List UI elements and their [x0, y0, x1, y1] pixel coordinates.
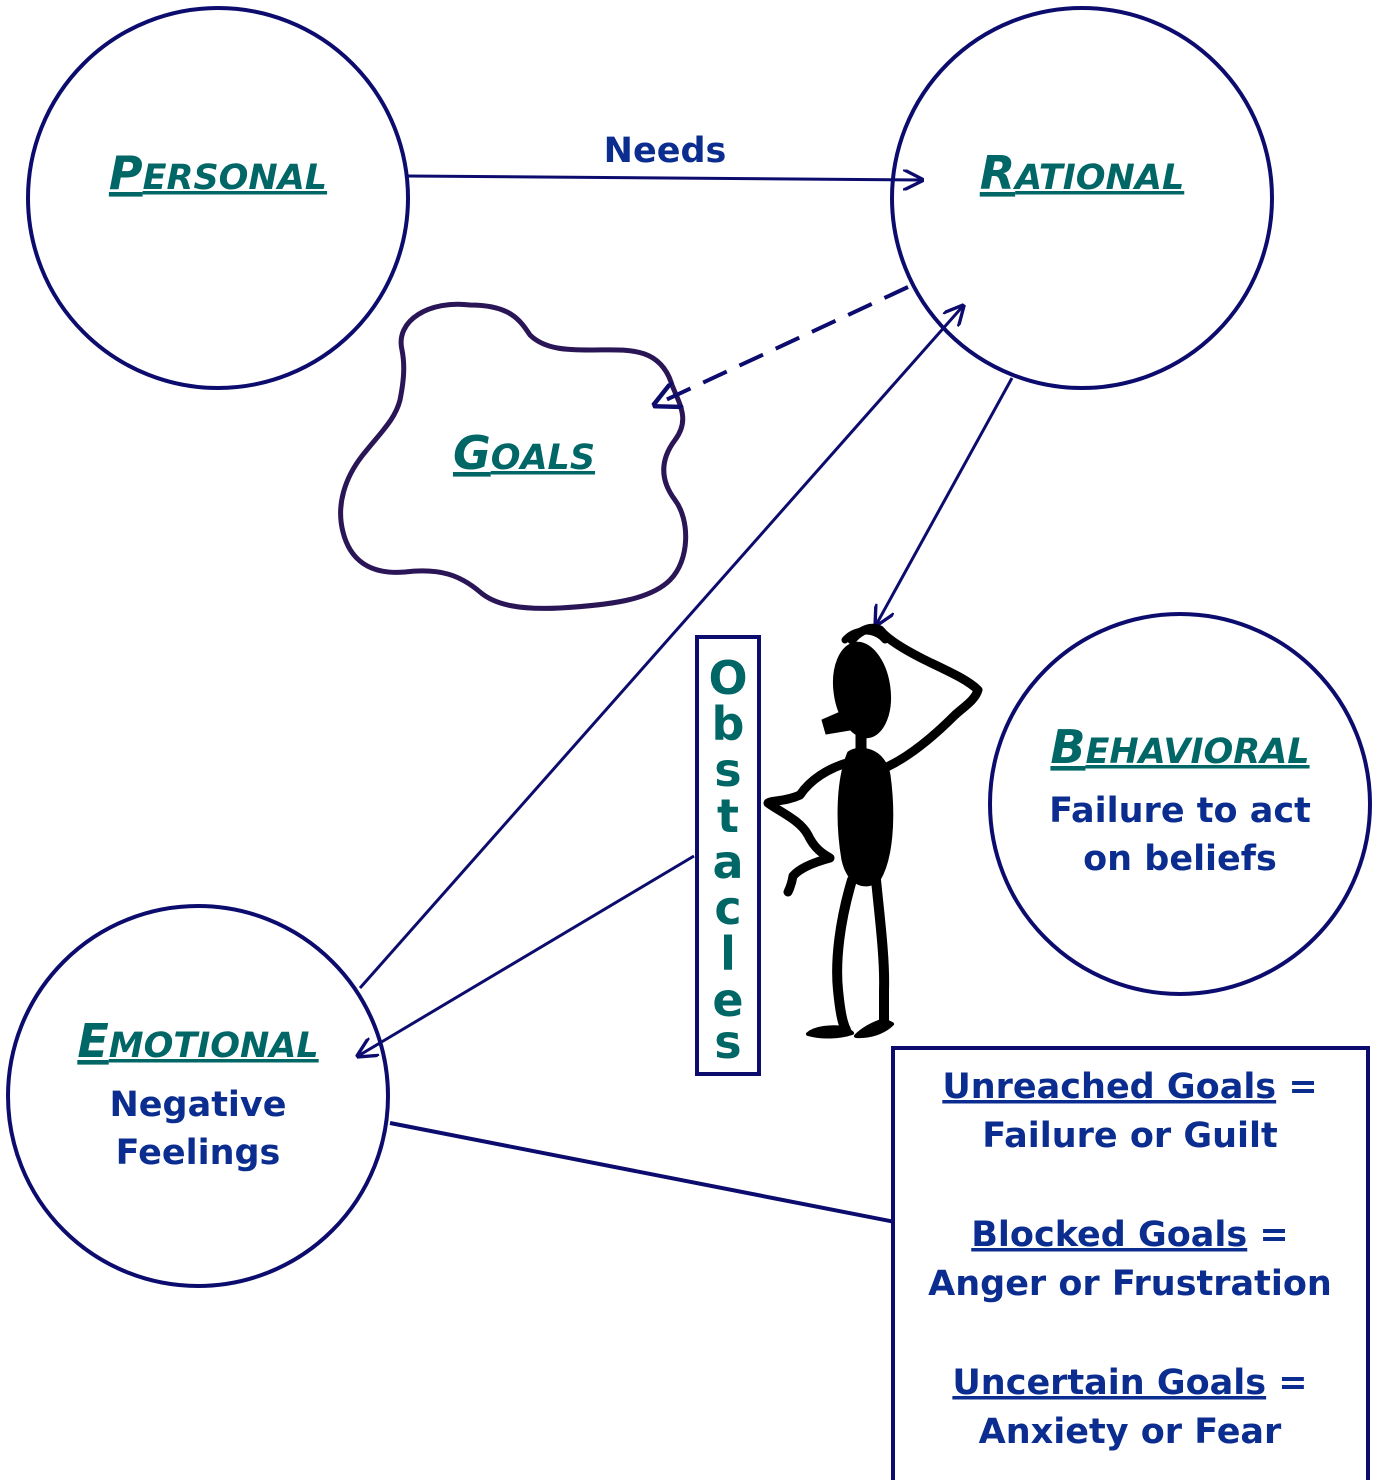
confused-person-icon: [763, 623, 983, 1039]
obstacles-to-emotional-arrow: [358, 854, 695, 1056]
behavioral-title: BEHAVIORAL: [1050, 720, 1309, 774]
obstacles-letter: s: [714, 743, 741, 797]
emotional-line2: Feelings: [116, 1133, 281, 1173]
personal-title: PERSONAL: [109, 146, 327, 200]
needs-arrow: [407, 176, 922, 180]
goals-title: GOALS: [453, 426, 595, 480]
emotional-line1: Negative: [110, 1085, 287, 1125]
rational-circle: [890, 6, 1274, 390]
obstacles-letter: e: [712, 973, 743, 1027]
behavioral-line2: on beliefs: [1083, 839, 1277, 879]
behavioral-circle: [988, 612, 1372, 996]
obstacles-letter: c: [714, 881, 741, 935]
emotional-circle: [6, 904, 390, 1288]
legend-box: [891, 1046, 1370, 1480]
obstacles-letter: a: [712, 835, 743, 889]
emotional-to-legend-arrow: [389, 1121, 936, 1230]
behavioral-line1: Failure to act: [1049, 791, 1311, 831]
obstacles-letter: t: [717, 789, 739, 843]
legend-item-3-line2: Anxiety or Fear: [979, 1412, 1282, 1452]
rational-title: RATIONAL: [980, 146, 1185, 200]
goals-cloud: [338, 301, 689, 611]
legend-item-3-line1: Uncertain Goals =: [952, 1363, 1307, 1403]
legend-item-2-line1: Blocked Goals =: [971, 1215, 1289, 1255]
rational-to-person-arrow: [876, 377, 1014, 625]
legend-item-2-line2: Anger or Frustration: [928, 1264, 1332, 1304]
obstacles-letter: O: [708, 651, 747, 705]
legend-item-1-line2: Failure or Guilt: [982, 1116, 1277, 1156]
needs-label: Needs: [604, 131, 727, 171]
obstacles-letter: b: [712, 697, 745, 751]
goals-dashed-arrow: [655, 285, 909, 405]
obstacles-box: [695, 635, 761, 1076]
obstacles-letter: s: [714, 1015, 741, 1069]
personal-circle: [26, 6, 410, 390]
obstacles-letter: l: [720, 927, 736, 981]
emotional-to-rational-arrow: [358, 306, 963, 989]
legend-item-1-line1: Unreached Goals =: [942, 1067, 1317, 1107]
obstacles-label: O b s t a c l e s: [708, 651, 747, 1069]
emotional-title: EMOTIONAL: [77, 1014, 318, 1068]
